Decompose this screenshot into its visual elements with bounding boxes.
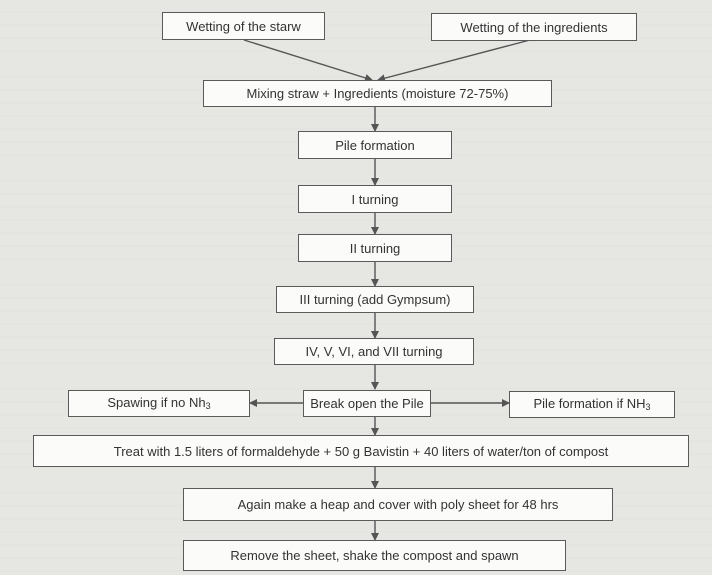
turning-1-box: I turning bbox=[298, 185, 452, 213]
spawing-box: Spawing if no Nh3 bbox=[68, 390, 250, 417]
break-open-box: Break open the Pile bbox=[303, 390, 431, 417]
remove-box: Remove the sheet, shake the compost and … bbox=[183, 540, 566, 571]
wetting-ingredients-label: Wetting of the ingredients bbox=[460, 19, 608, 35]
pile-formation-label: Pile formation bbox=[335, 137, 415, 153]
turning-4-7-label: IV, V, VI, and VII turning bbox=[305, 344, 443, 359]
turning-4-7-box: IV, V, VI, and VII turning bbox=[274, 338, 474, 365]
spawing-subscript: 3 bbox=[205, 401, 211, 411]
turning-2-box: II turning bbox=[298, 234, 452, 262]
pile-formation-box: Pile formation bbox=[298, 131, 452, 159]
wetting-ingredients-box: Wetting of the ingredients bbox=[431, 13, 637, 41]
turning-3-box: III turning (add Gympsum) bbox=[276, 286, 474, 313]
spawing-label: Spawing if no Nh3 bbox=[107, 396, 210, 411]
treat-box: Treat with 1.5 liters of formaldehyde + … bbox=[33, 435, 689, 467]
turning-2-label: II turning bbox=[349, 240, 401, 256]
wetting-straw-label: Wetting of the starw bbox=[186, 18, 301, 34]
turning-1-label: I turning bbox=[351, 191, 399, 207]
heap-label: Again make a heap and cover with poly sh… bbox=[237, 497, 559, 512]
remove-label: Remove the sheet, shake the compost and … bbox=[230, 548, 519, 563]
pile-nh3-subscript: 3 bbox=[645, 402, 651, 412]
spawing-text: Spawing if no Nh bbox=[107, 395, 206, 410]
arrow-straw-to-mixing bbox=[243, 39, 373, 82]
turning-3-label: III turning (add Gympsum) bbox=[299, 292, 451, 307]
break-open-label: Break open the Pile bbox=[310, 396, 424, 411]
mixing-label: Mixing straw + Ingredients (moisture 72-… bbox=[246, 86, 509, 101]
pile-nh3-text: Pile formation if NH bbox=[533, 396, 646, 411]
arrow-ingredients-to-mixing bbox=[377, 39, 531, 83]
treat-label: Treat with 1.5 liters of formaldehyde + … bbox=[113, 443, 609, 459]
mixing-box: Mixing straw + Ingredients (moisture 72-… bbox=[203, 80, 552, 107]
pile-nh3-box: Pile formation if NH3 bbox=[509, 391, 675, 418]
pile-nh3-label: Pile formation if NH3 bbox=[534, 397, 651, 412]
heap-box: Again make a heap and cover with poly sh… bbox=[183, 488, 613, 521]
wetting-straw-box: Wetting of the starw bbox=[162, 12, 325, 40]
